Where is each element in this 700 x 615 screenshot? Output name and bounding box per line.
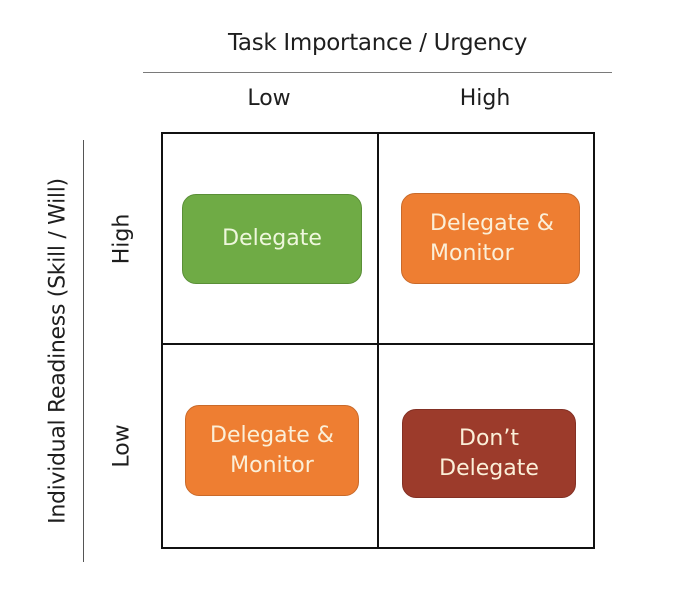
x-axis-label-low: Low <box>247 86 291 111</box>
quadrant-delegate-monitor-low: Delegate & Monitor <box>185 405 359 496</box>
quadrant-label-line: Delegate & <box>210 422 334 448</box>
x-axis-divider <box>143 72 612 73</box>
x-axis-label-high: High <box>459 86 511 111</box>
x-axis-title: Task Importance / Urgency <box>227 30 528 56</box>
y-axis-title-container: Individual Readiness (Skill / Will) <box>40 140 76 562</box>
y-axis-label-high: High <box>109 213 135 265</box>
quadrant-dont-delegate: Don’t Delegate <box>402 409 576 498</box>
y-axis-label-high-container: High <box>104 134 140 344</box>
y-axis-title: Individual Readiness (Skill / Will) <box>45 178 71 524</box>
matrix-horizontal-divider <box>161 343 593 345</box>
quadrant-delegate: Delegate <box>182 194 362 284</box>
quadrant-label-line: Don’t <box>459 425 519 451</box>
quadrant-delegate-monitor-high: Delegate & Monitor <box>401 193 580 284</box>
matrix-vertical-divider <box>377 132 379 547</box>
quadrant-label-line: Delegate & <box>430 210 554 236</box>
quadrant-label-line: Monitor <box>230 452 314 478</box>
y-axis-divider <box>83 140 84 562</box>
y-axis-label-low: Low <box>109 424 135 468</box>
quadrant-label-line: Monitor <box>430 240 514 266</box>
quadrant-label-line: Delegate <box>222 226 322 251</box>
y-axis-label-low-container: Low <box>104 346 140 546</box>
quadrant-label-line: Delegate <box>439 455 539 481</box>
